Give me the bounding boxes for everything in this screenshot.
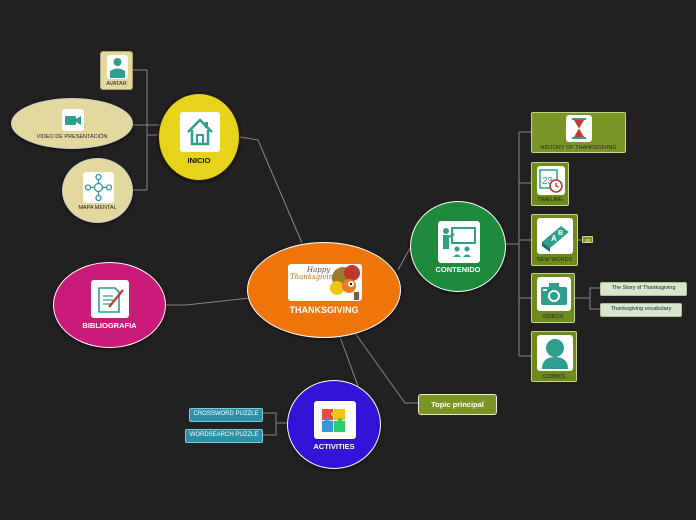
avatar-node[interactable]: AVATAR (100, 51, 133, 90)
history-label: HISTORY OF THANKSGIVING (540, 145, 617, 151)
svg-text:B: B (558, 230, 563, 237)
puzzle-icon (322, 409, 345, 432)
avatar-label: AVATAR (106, 81, 127, 87)
wordsearch-puzzle-tag[interactable]: WORDSEARCH PUZZLE (185, 429, 263, 443)
videos-label: VIDEOS (542, 314, 564, 320)
inicio-label: INICIO (187, 156, 211, 165)
avatar-icon-box (107, 55, 128, 79)
crossword-puzzle-tag[interactable]: CROSSWORD PUZZLE (189, 408, 263, 422)
note-story-of-thanksgiving[interactable]: The Story of Thanksgiving (600, 282, 687, 296)
video-icon-box (62, 109, 84, 131)
contenido-label: CONTENIDO (435, 265, 481, 274)
history-node[interactable]: HISTORY OF THANKSGIVING (531, 112, 626, 153)
badge-text-top: Happy (307, 266, 331, 274)
contenido-icon-box (438, 221, 480, 263)
svg-text:A: A (551, 234, 557, 243)
new-words-count-badge[interactable]: 10 (582, 236, 593, 243)
comics-node[interactable]: COMICS (531, 331, 577, 382)
home-icon-box (180, 112, 220, 152)
person-bust-icon (542, 339, 568, 369)
bibliografia-topic[interactable]: BIBLIOGRAFIA (53, 262, 166, 348)
video-presentacion-label: VIDEO DE PRESENTACIÓN (36, 134, 108, 140)
activities-topic[interactable]: ACTIVITIES (287, 380, 381, 469)
history-icon-box (566, 115, 592, 142)
mapa-mental-label: MAPA MENTAL (78, 205, 117, 211)
topic-principal-label: Topic principal (431, 400, 484, 409)
timeline-icon-box: 23 (537, 166, 565, 195)
videos-icon-box (537, 277, 571, 311)
hourglass-icon (572, 118, 586, 139)
home-icon (187, 118, 213, 146)
note-thanksgiving-vocabulary[interactable]: Thanksgiving vocabulary (600, 303, 682, 317)
activities-label: ACTIVITIES (313, 442, 355, 451)
video-camera-icon (65, 116, 81, 125)
bibliografia-icon-box (91, 280, 129, 318)
videos-node[interactable]: VIDEOS (531, 273, 575, 323)
comics-icon-box (537, 335, 573, 371)
comics-label: COMICS (543, 374, 565, 380)
central-topic[interactable]: Happy Thanksgiving THANKSGIVING (247, 242, 401, 338)
teacher-board-icon (443, 227, 476, 257)
new-words-label: NEW WORDS (536, 257, 573, 263)
happy-thanksgiving-badge: Happy Thanksgiving (288, 264, 362, 301)
person-icon (110, 58, 125, 78)
activities-icon-box (314, 401, 356, 439)
central-title: THANKSGIVING (289, 305, 359, 315)
new-words-icon-box: A B (537, 218, 573, 254)
topic-principal-node[interactable]: Topic principal (418, 394, 497, 415)
document-pen-icon (98, 287, 124, 313)
mind-map-icon-box (83, 172, 114, 203)
svg-text:23: 23 (542, 176, 554, 187)
calendar-clock-icon: 23 (539, 169, 563, 193)
photo-camera-icon (541, 283, 567, 305)
inicio-topic[interactable]: INICIO (158, 93, 240, 181)
new-words-count: 10 (584, 238, 590, 243)
dictionary-icon: A B (542, 226, 569, 252)
timeline-label: TIMELINE (537, 197, 563, 203)
video-presentacion-node[interactable]: VIDEO DE PRESENTACIÓN (11, 98, 133, 149)
contenido-topic[interactable]: CONTENIDO (410, 201, 506, 292)
timeline-node[interactable]: 23 TIMELINE (531, 162, 569, 206)
mapa-mental-node[interactable]: MAPA MENTAL (62, 158, 133, 223)
mind-map-icon (84, 173, 113, 202)
turkey-icon (330, 265, 360, 300)
badge-text-bottom: Thanksgiving (290, 273, 338, 281)
bibliografia-label: BIBLIOGRAFIA (82, 321, 137, 330)
new-words-node[interactable]: A B NEW WORDS (531, 214, 578, 266)
